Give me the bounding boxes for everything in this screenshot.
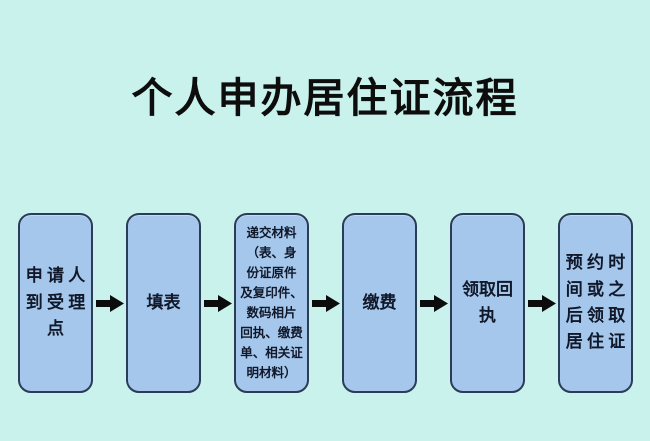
flow-step-label: 填表 bbox=[146, 292, 181, 312]
flow-row: 申 请 人 到 受 理 点 填表 递交材料 （表、身 份证原件 及复印件、 数码… bbox=[18, 213, 633, 393]
flow-step-label: 领取回 执 bbox=[462, 279, 513, 325]
right-arrow-icon bbox=[203, 294, 232, 312]
flow-step-label: 申 请 人 到 受 理 点 bbox=[25, 266, 86, 339]
right-arrow-icon bbox=[95, 294, 124, 312]
flow-step-submit-materials: 递交材料 （表、身 份证原件 及复印件、 数码相片 回执、缴费 单、相关证 明材… bbox=[234, 213, 309, 393]
right-arrow-icon bbox=[419, 294, 448, 312]
page-title: 个人申办居住证流程 bbox=[131, 75, 519, 121]
flow-step-applicant-to-acceptance-point: 申 请 人 到 受 理 点 bbox=[18, 213, 93, 393]
flow-step-collect-permit: 预 约 时 间 或 之 后 领 取 居 住 证 bbox=[558, 213, 633, 393]
flow-step-pay-fee: 缴费 bbox=[342, 213, 417, 393]
flow-step-label: 缴费 bbox=[362, 292, 397, 312]
flow-step-fill-form: 填表 bbox=[126, 213, 201, 393]
flow-step-label: 递交材料 （表、身 份证原件 及复印件、 数码相片 回执、缴费 单、相关证 明材… bbox=[240, 226, 303, 380]
flow-step-label: 预 约 时 间 或 之 后 领 取 居 住 证 bbox=[565, 253, 626, 352]
flow-step-receive-receipt: 领取回 执 bbox=[450, 213, 525, 393]
right-arrow-icon bbox=[527, 294, 556, 312]
right-arrow-icon bbox=[311, 294, 340, 312]
